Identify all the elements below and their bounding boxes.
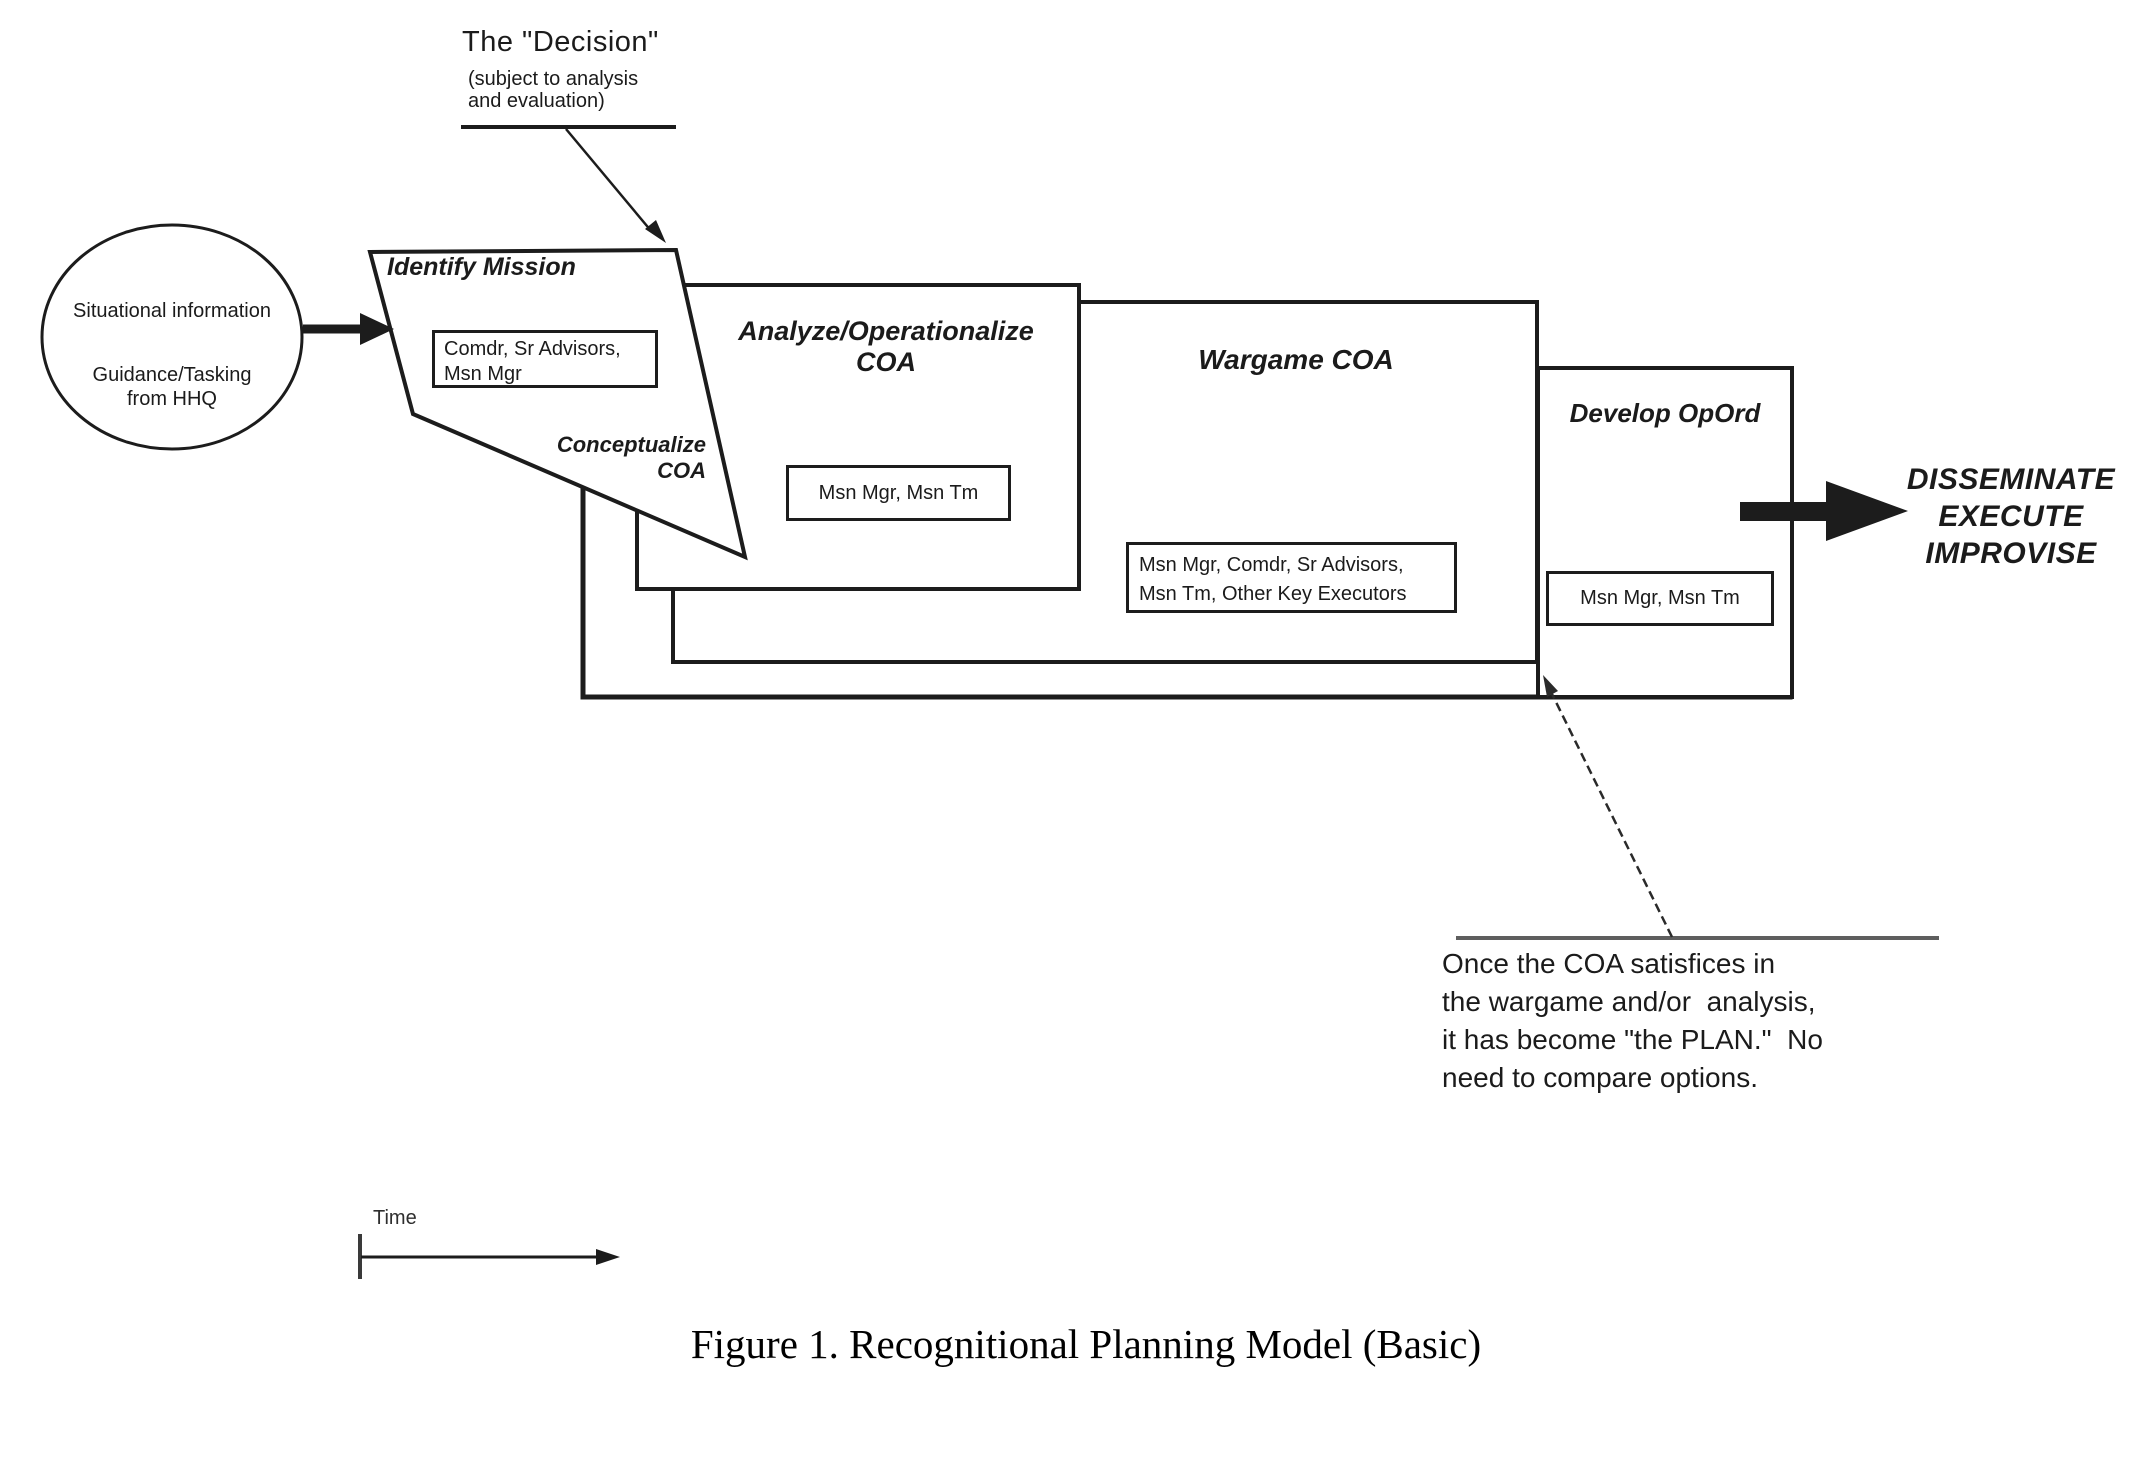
output-arrow-right-icon	[1826, 481, 1908, 541]
output-arrow-shaft	[1740, 502, 1840, 521]
identify-mission-shape	[367, 247, 748, 561]
ellipse-label-guidance: Guidance/Tasking from HHQ	[92, 364, 252, 410]
decision-arrowhead-icon	[645, 220, 666, 243]
disseminate-execute-improvise-label: DISSEMINATE EXECUTE IMPROVISE	[1906, 463, 2116, 570]
conceptualize-coa-label: Conceptualize COA	[556, 432, 706, 483]
decision-note-subtitle: (subject to analysis and evaluation)	[468, 68, 639, 112]
figure-caption: Figure 1. Recognitional Planning Model (…	[690, 1321, 1482, 1367]
wargame-coa-title: Wargame COA	[1198, 344, 1394, 375]
situational-input-ellipse	[40, 223, 304, 451]
analyze-coa-title: Analyze/Operationalize COA	[738, 316, 1034, 377]
develop-opord-title: Develop OpOrd	[1569, 398, 1761, 428]
analyze-participants-box: Msn Mgr, Msn Tm	[786, 465, 1011, 521]
develop-opord-box	[1536, 366, 1794, 699]
time-arrow-right-icon	[596, 1249, 620, 1265]
develop-participants-box: Msn Mgr, Msn Tm	[1546, 571, 1774, 626]
input-arrow-right-icon	[360, 313, 394, 345]
ellipse-label-situational: Situational information	[73, 300, 271, 322]
time-axis-label: Time	[373, 1207, 417, 1229]
identify-mission-title: Identify Mission	[387, 253, 576, 281]
decision-leader-line	[565, 128, 653, 233]
plan-note-text: Once the COA satisfices in the wargame a…	[1442, 948, 1823, 1093]
identify-participants-box: Comdr, Sr Advisors, Msn Mgr	[432, 330, 658, 388]
plan-note-leader-line	[1549, 691, 1674, 938]
wargame-participants-box: Msn Mgr, Comdr, Sr Advisors, Msn Tm, Oth…	[1126, 542, 1457, 613]
plan-note-arrowhead-icon	[1543, 675, 1558, 697]
decision-note-title: The "Decision"	[462, 26, 659, 58]
